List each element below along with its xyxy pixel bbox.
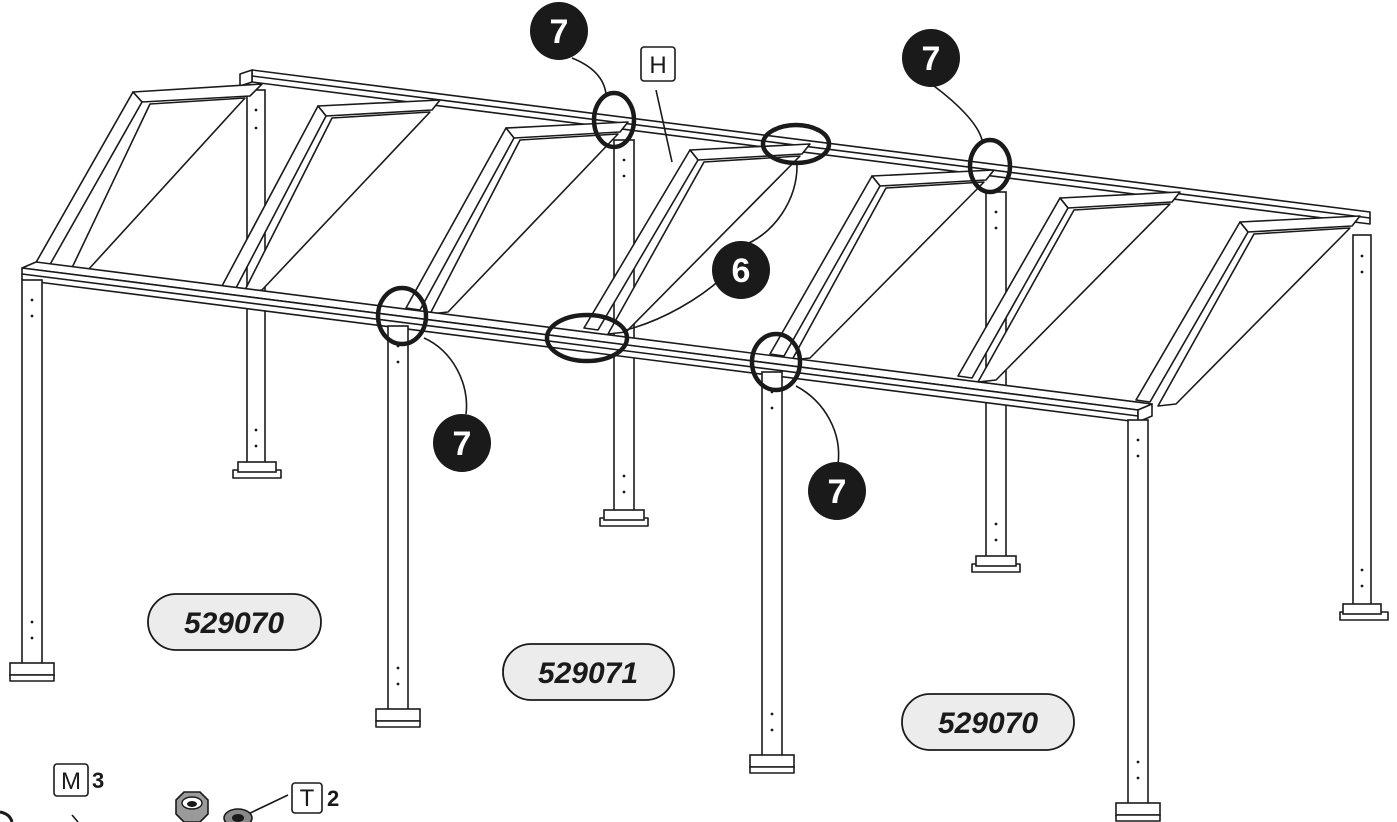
part-letter: M [61, 768, 81, 795]
callout-number: 7 [922, 40, 941, 78]
module-code-text: 529070 [184, 607, 284, 640]
callout-7-top-right: 7 [902, 29, 960, 87]
module-code-text: 529070 [938, 707, 1038, 740]
callout-6: 6 [712, 241, 770, 299]
nut-icon [175, 791, 209, 822]
callout-7-front-right: 7 [808, 462, 866, 520]
part-label-t: T 2 [291, 782, 339, 814]
bolt-holes [30, 108, 1364, 780]
quantity: 3 [92, 768, 104, 793]
callout-number: 7 [828, 473, 847, 511]
module-code-right: 529070 [901, 693, 1075, 751]
module-code-left: 529070 [147, 593, 322, 651]
leader-lines [71, 57, 983, 822]
ring-rafter-top [760, 122, 832, 166]
quantity: 2 [327, 786, 339, 811]
ring-top-right [967, 137, 1013, 195]
module-code-middle: 529071 [502, 643, 675, 701]
callout-7-front-left: 7 [433, 414, 491, 472]
part-letter: H [649, 52, 666, 79]
ring-top-left [591, 90, 637, 150]
callout-number: 7 [550, 13, 569, 51]
callout-number: 7 [453, 425, 472, 463]
callout-number: 6 [732, 252, 751, 290]
washer-icon [223, 808, 253, 822]
rafters [33, 83, 1361, 407]
front-top-rail [21, 261, 1153, 423]
front-posts [9, 279, 1161, 822]
part-letter: T [300, 785, 315, 812]
part-label-h: H [640, 46, 676, 82]
carport-frame [9, 69, 1389, 822]
callout-7-top-left: 7 [530, 2, 588, 60]
hardware-parts: M 3 T 2 [0, 763, 339, 822]
part-label-m: M 3 [53, 763, 104, 797]
ring-rafter-bottom [544, 312, 630, 364]
ring-front-right [749, 331, 803, 393]
module-code-text: 529071 [538, 657, 638, 690]
highlight-rings [375, 90, 1013, 393]
ring-front-left [375, 285, 429, 347]
